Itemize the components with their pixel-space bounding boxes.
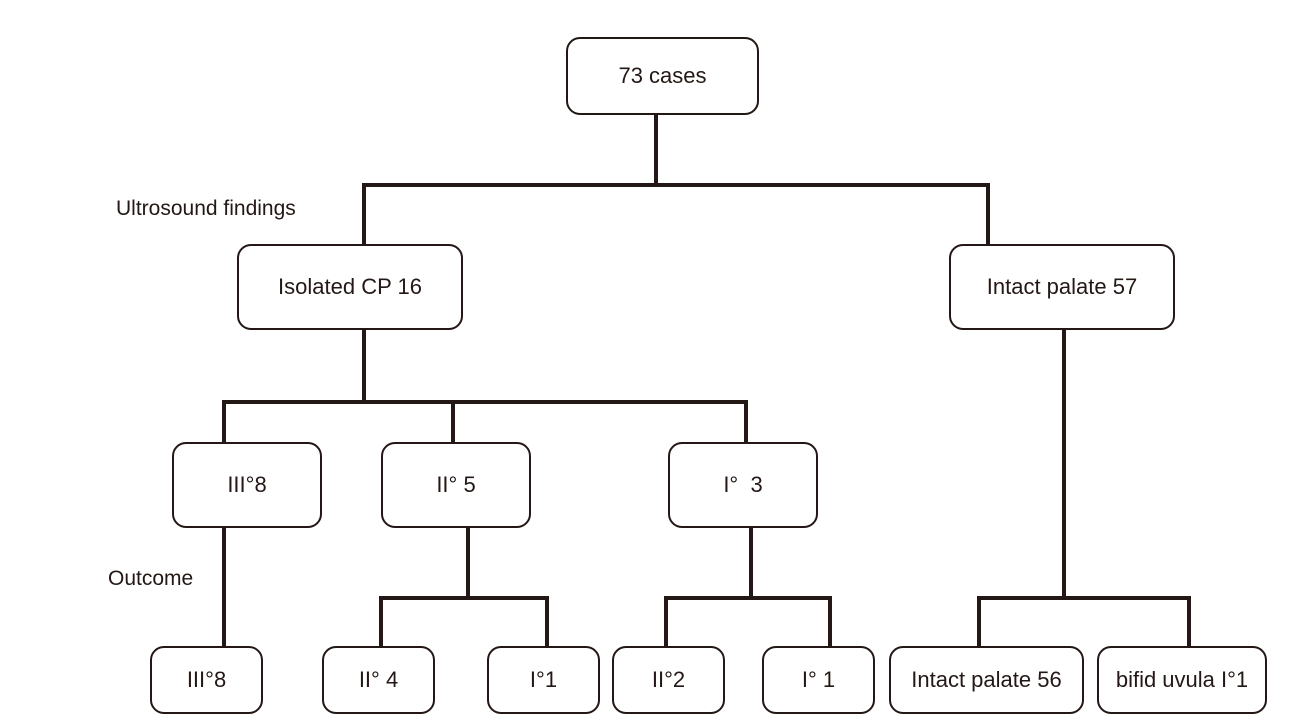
outcome-grade-iii: III°8 — [150, 646, 263, 714]
connector-intact-to-outcomes — [977, 328, 1191, 649]
ultrasound-findings-label: Ultrosound findings — [116, 197, 296, 220]
connector-root-to-level1 — [362, 113, 990, 247]
connector-grade1-to-outcomes — [664, 526, 832, 649]
node-isolated-cp: Isolated CP 16 — [237, 244, 463, 330]
connector-grade2-to-outcomes — [379, 526, 549, 649]
connector-isolated-to-grades — [222, 328, 748, 445]
node-grade-iii: III°8 — [172, 442, 322, 528]
node-intact-palate: Intact palate 57 — [949, 244, 1175, 330]
outcome-grade-i-from-i: I° 1 — [762, 646, 875, 714]
outcome-grade-ii-from-ii: II° 4 — [322, 646, 435, 714]
outcome-intact-palate: Intact palate 56 — [889, 646, 1084, 714]
node-grade-ii: II° 5 — [381, 442, 531, 528]
outcome-bifid-uvula: bifid uvula I°1 — [1097, 646, 1267, 714]
outcome-label: Outcome — [108, 567, 194, 590]
outcome-grade-ii-from-i: II°2 — [612, 646, 725, 714]
outcome-grade-i-from-ii: I°1 — [487, 646, 600, 714]
node-grade-i: I° 3 — [668, 442, 818, 528]
root-node-total-cases: 73 cases — [566, 37, 759, 115]
